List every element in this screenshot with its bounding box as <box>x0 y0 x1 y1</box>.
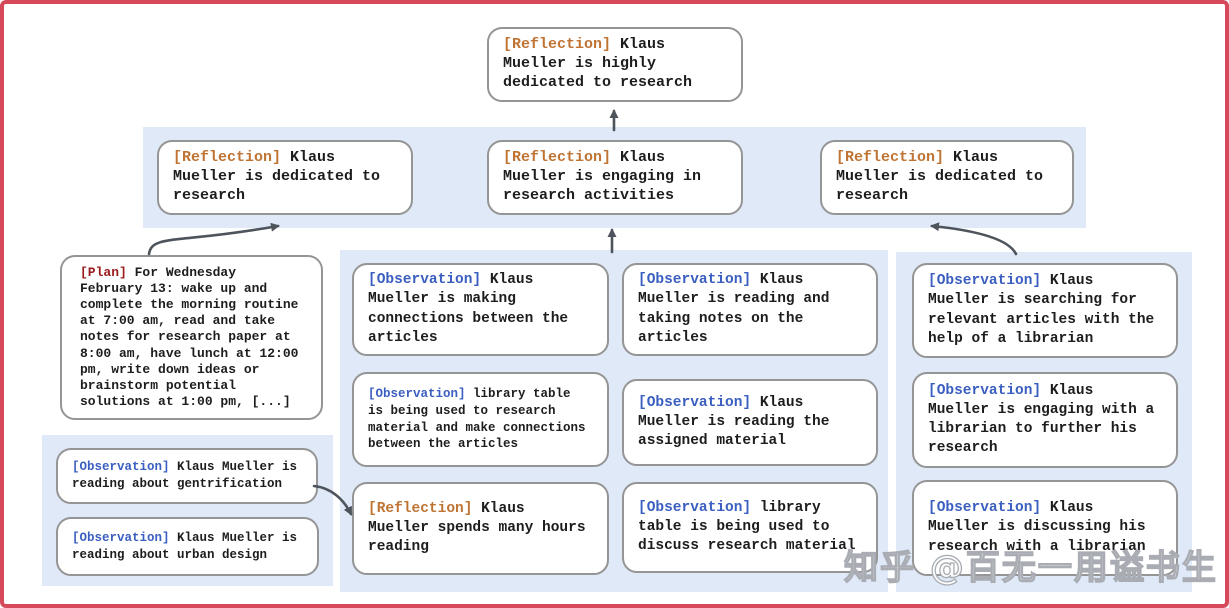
node-reflection-right: [Reflection]Klaus Mueller is dedicated t… <box>820 140 1074 215</box>
arrow-plan-to-reflection-left <box>147 222 280 256</box>
node-text: library table is being used to discuss r… <box>638 499 856 555</box>
node-text: Klaus Mueller is discussing his research… <box>928 500 1146 555</box>
observation-tag: [Observation] <box>368 386 466 401</box>
node-obs-taking-notes: [Observation]Klaus Mueller is reading an… <box>622 263 878 356</box>
reflection-tag: [Reflection] <box>173 149 282 167</box>
arrow-right-panel-to-reflection-right <box>930 222 1018 256</box>
node-obs-discussing-librarian: [Observation]Klaus Mueller is discussing… <box>912 480 1178 576</box>
observation-tag: [Observation] <box>928 500 1042 517</box>
reflection-tag: [Reflection] <box>503 36 612 54</box>
node-text: For Wednesday February 13: wake up and c… <box>80 265 299 409</box>
node-obs-gentrification: [Observation]Klaus Mueller is reading ab… <box>56 448 318 504</box>
node-text: Klaus Mueller is dedicated to research <box>173 149 381 204</box>
observation-tag: [Observation] <box>928 273 1042 290</box>
plan-tag: [Plan] <box>80 265 127 281</box>
node-text: Klaus Mueller is reading the assigned ma… <box>638 394 830 450</box>
observation-tag: [Observation] <box>72 460 170 475</box>
node-text: Klaus Mueller is engaging in research ac… <box>503 149 702 204</box>
observation-tag: [Observation] <box>638 499 752 516</box>
observation-tag: [Observation] <box>368 272 482 289</box>
node-text: Klaus Mueller is reading and taking note… <box>638 272 830 346</box>
node-text: Klaus Mueller is dedicated to research <box>836 149 1044 204</box>
node-text: Klaus Mueller spends many hours reading <box>368 500 586 556</box>
node-text: Klaus Mueller is engaging with a librari… <box>928 382 1155 457</box>
node-obs-searching-articles: [Observation]Klaus Mueller is searching … <box>912 263 1178 358</box>
observation-tag: [Observation] <box>928 382 1042 399</box>
node-root-reflection: [Reflection]Klaus Mueller is highly dedi… <box>487 27 743 102</box>
node-obs-library-research: [Observation]library table is being used… <box>352 372 609 467</box>
node-obs-connections: [Observation]Klaus Mueller is making con… <box>352 263 609 356</box>
node-text: Klaus Mueller is making connections betw… <box>368 272 569 346</box>
node-reflection-left: [Reflection]Klaus Mueller is dedicated t… <box>157 140 413 215</box>
node-reflection-mid: [Reflection]Klaus Mueller is engaging in… <box>487 140 743 215</box>
node-reflection-hours: [Reflection]Klaus Mueller spends many ho… <box>352 482 609 575</box>
node-obs-urban-design: [Observation]Klaus Mueller is reading ab… <box>56 517 319 576</box>
reflection-tag: [Reflection] <box>368 500 473 517</box>
node-text: Klaus Mueller is highly dedicated to res… <box>503 36 693 91</box>
observation-tag: [Observation] <box>638 272 752 289</box>
node-obs-engaging-librarian: [Observation]Klaus Mueller is engaging w… <box>912 372 1178 468</box>
node-obs-library-discuss: [Observation]library table is being used… <box>622 482 878 573</box>
node-plan: [Plan]For Wednesday February 13: wake up… <box>60 255 323 420</box>
reflection-tag: [Reflection] <box>503 149 612 167</box>
observation-tag: [Observation] <box>72 530 170 545</box>
node-text: Klaus Mueller is reading about gentrific… <box>72 460 298 491</box>
node-obs-assigned-material: [Observation]Klaus Mueller is reading th… <box>622 379 878 466</box>
node-text: library table is being used to research … <box>368 386 586 452</box>
watermark: 知乎 @百无一用谥书生 <box>843 547 1218 588</box>
observation-tag: [Observation] <box>638 394 752 411</box>
node-text: Klaus Mueller is searching for relevant … <box>928 273 1155 347</box>
reflection-tag: [Reflection] <box>836 149 945 167</box>
node-text: Klaus Mueller is reading about urban des… <box>72 530 298 562</box>
